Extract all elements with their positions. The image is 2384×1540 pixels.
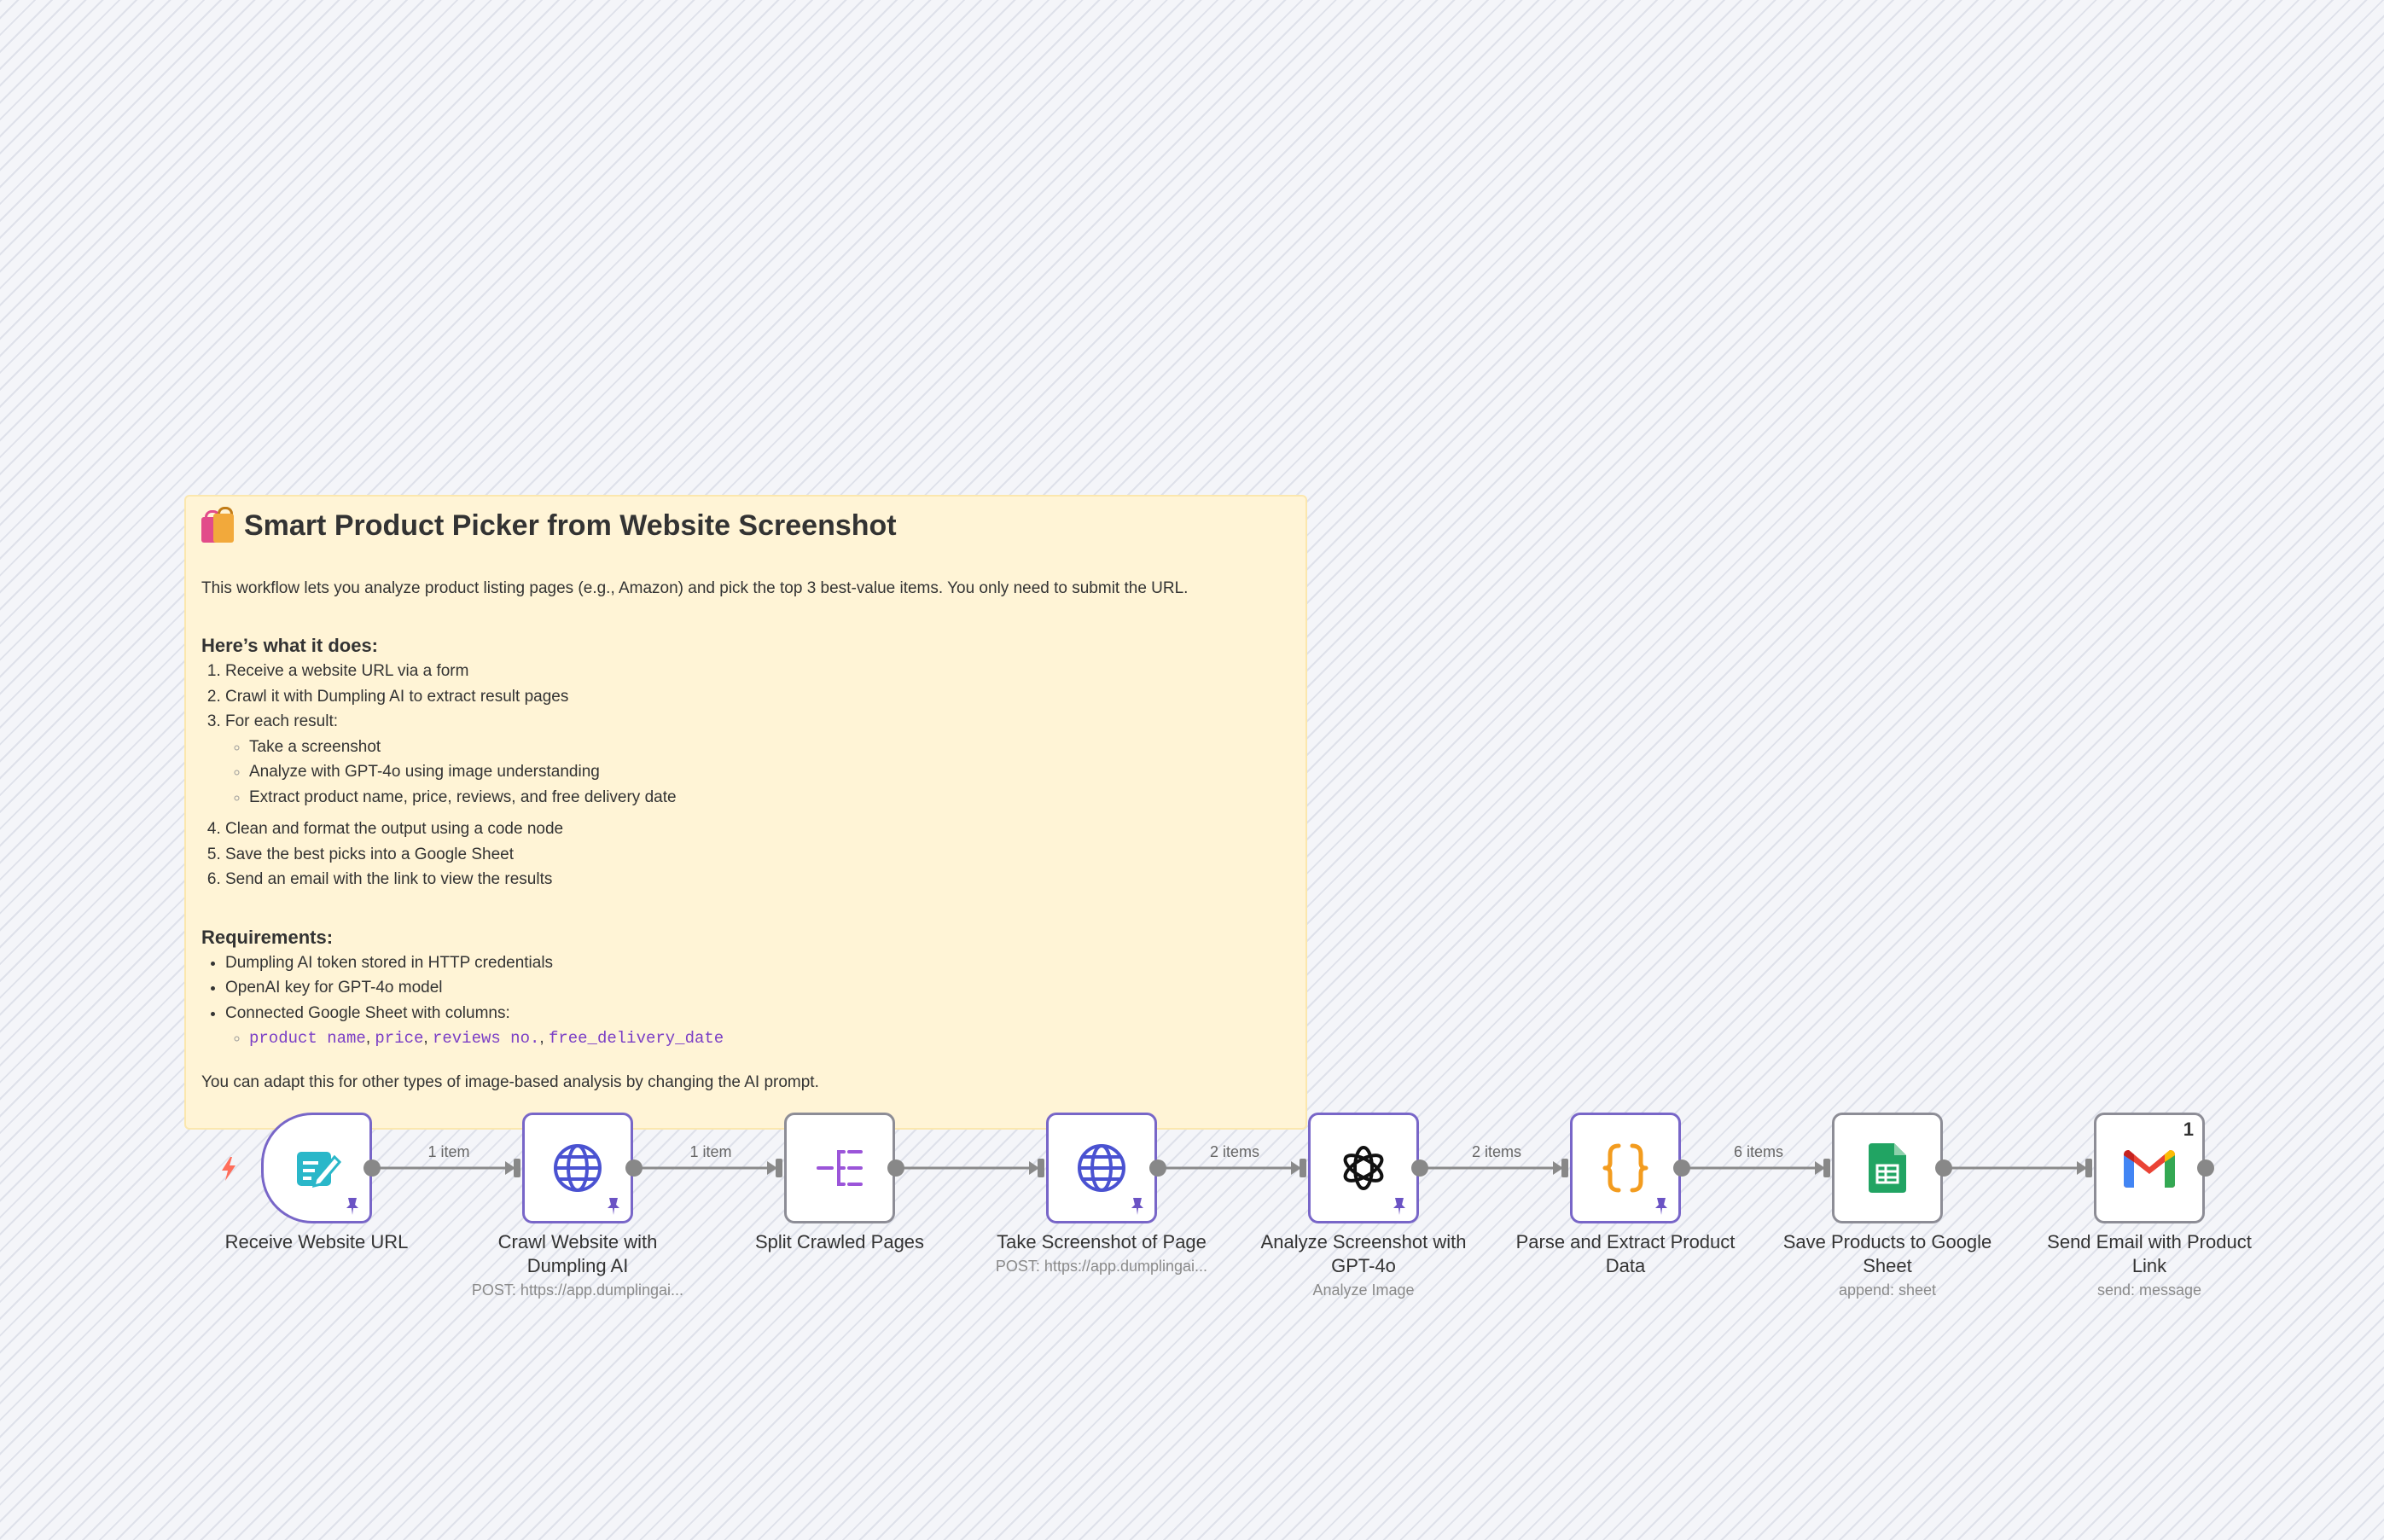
substep-item: Extract product name, price, reviews, an… — [249, 785, 1290, 811]
openai-icon — [1343, 1146, 1384, 1190]
output-handle[interactable] — [887, 1159, 904, 1177]
column-name: product name — [249, 1029, 366, 1048]
step-item: Receive a website URL via a form — [225, 659, 1290, 684]
step-item: Clean and format the output using a code… — [225, 816, 1290, 842]
sticky-what-heading: Here’s what it does: — [201, 635, 379, 656]
sticky-title-row: Smart Product Picker from Website Screen… — [201, 507, 1290, 543]
column-name: reviews no. — [432, 1029, 540, 1048]
pin-icon — [1655, 1198, 1667, 1215]
requirement-item: OpenAI key for GPT-4o model — [225, 975, 1290, 1001]
trigger-bolt-icon — [222, 1157, 235, 1181]
sticky-steps: Receive a website URL via a form Crawl i… — [201, 659, 1290, 892]
output-handle[interactable] — [1411, 1159, 1428, 1177]
node-take-screenshot[interactable] — [1046, 1113, 1157, 1223]
column-list: product name, price, reviews no., free_d… — [249, 1026, 1290, 1052]
connection-label: 1 item — [427, 1143, 470, 1160]
node-analyze-screenshot[interactable] — [1308, 1113, 1419, 1223]
connection-label: 6 items — [1733, 1143, 1784, 1160]
sticky-substeps: Take a screenshot Analyze with GPT-4o us… — [225, 735, 1290, 811]
node-title: Crawl Website with Dumpling AI — [497, 1231, 658, 1276]
split-out-icon — [817, 1150, 863, 1186]
input-handle[interactable] — [1038, 1159, 1044, 1177]
input-handle[interactable] — [1561, 1159, 1568, 1177]
node-subtitle: Analyze Image — [1312, 1281, 1415, 1299]
sticky-intro: This workflow lets you analyze product l… — [201, 579, 1189, 597]
column-name: price — [375, 1029, 424, 1048]
node-title: Analyze Screenshot with GPT-4o — [1260, 1231, 1467, 1276]
pin-icon — [346, 1198, 358, 1215]
pin-icon — [1131, 1198, 1143, 1215]
node-receive-website-url[interactable] — [261, 1113, 372, 1223]
node-title: Take Screenshot of Page — [997, 1231, 1207, 1252]
input-handle[interactable] — [1300, 1159, 1306, 1177]
pin-icon — [1393, 1198, 1405, 1215]
input-handle[interactable] — [2085, 1159, 2092, 1177]
node-subtitle: POST: https://app.dumplingai... — [471, 1281, 684, 1299]
node-parse-extract[interactable] — [1570, 1113, 1681, 1223]
node-title: Send Email with Product Link — [2047, 1231, 2252, 1276]
input-handle[interactable] — [1823, 1159, 1830, 1177]
requirement-item: Connected Google Sheet with columns: pro… — [225, 1001, 1290, 1052]
output-handle[interactable] — [2197, 1159, 2214, 1177]
google-sheets-icon — [1869, 1143, 1906, 1193]
node-split-crawled-pages[interactable] — [784, 1113, 895, 1223]
connection-label: 2 items — [1209, 1143, 1260, 1160]
shopping-bags-icon — [201, 507, 234, 543]
pin-icon — [608, 1198, 619, 1215]
node-title: Parse and Extract Product Data — [1515, 1231, 1736, 1276]
substep-item: Analyze with GPT-4o using image understa… — [249, 759, 1290, 785]
sticky-note[interactable]: Smart Product Picker from Website Screen… — [184, 495, 1307, 1130]
step-item: For each result: Take a screenshot Analy… — [225, 709, 1290, 810]
run-count-badge: 1 — [2183, 1119, 2194, 1140]
substep-item: Take a screenshot — [249, 735, 1290, 760]
step-item: Save the best picks into a Google Sheet — [225, 842, 1290, 868]
node-subtitle: append: sheet — [1838, 1281, 1937, 1299]
node-subtitle: send: message — [2096, 1281, 2202, 1299]
sticky-req-heading: Requirements: — [201, 926, 334, 948]
node-send-email[interactable]: 1 — [2094, 1113, 2205, 1223]
step-item: Crawl it with Dumpling AI to extract res… — [225, 684, 1290, 710]
connection-label: 1 item — [689, 1143, 732, 1160]
sticky-title: Smart Product Picker from Website Screen… — [244, 508, 897, 542]
globe-icon — [1078, 1144, 1125, 1192]
output-handle[interactable] — [1935, 1159, 1952, 1177]
node-title: Save Products to Google Sheet — [1782, 1231, 1992, 1276]
form-edit-icon — [297, 1152, 341, 1188]
node-title: Split Crawled Pages — [754, 1231, 925, 1252]
output-handle[interactable] — [1673, 1159, 1690, 1177]
code-braces-icon — [1602, 1143, 1648, 1193]
output-handle[interactable] — [1149, 1159, 1166, 1177]
globe-icon — [554, 1144, 602, 1192]
node-title: Receive Website URL — [224, 1231, 409, 1252]
node-crawl-website[interactable] — [522, 1113, 633, 1223]
sticky-requirements: Dumpling AI token stored in HTTP credent… — [201, 950, 1290, 1052]
input-handle[interactable] — [776, 1159, 782, 1177]
connection-label: 2 items — [1471, 1143, 1522, 1160]
step-item: Send an email with the link to view the … — [225, 867, 1290, 892]
output-handle[interactable] — [625, 1159, 643, 1177]
output-handle[interactable] — [363, 1159, 381, 1177]
sticky-outro: You can adapt this for other types of im… — [201, 1072, 819, 1091]
node-save-google-sheet[interactable] — [1832, 1113, 1943, 1223]
requirement-item: Dumpling AI token stored in HTTP credent… — [225, 950, 1290, 976]
column-name: free_delivery_date — [548, 1029, 724, 1048]
input-handle[interactable] — [514, 1159, 520, 1177]
node-subtitle: POST: https://app.dumplingai... — [995, 1258, 1208, 1275]
gmail-icon — [2124, 1150, 2175, 1188]
sticky-columns: product name, price, reviews no., free_d… — [225, 1026, 1290, 1052]
